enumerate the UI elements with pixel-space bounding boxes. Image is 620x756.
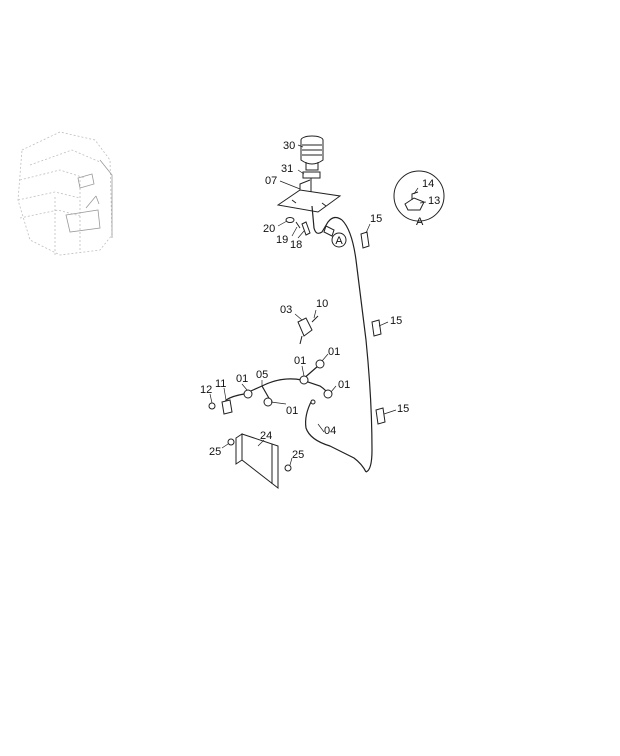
label-01-d: 01 <box>338 379 350 391</box>
label-25-b: 25 <box>292 449 304 461</box>
label-05: 05 <box>256 369 268 381</box>
label-04: 04 <box>324 425 336 437</box>
label-15-a: 15 <box>370 213 382 225</box>
lamp-01-a <box>243 389 253 399</box>
label-19: 19 <box>276 234 288 246</box>
main-harness <box>305 219 373 473</box>
bolt-25-b <box>284 464 292 472</box>
label-15-c: 15 <box>397 403 409 415</box>
label-13: 13 <box>428 195 440 207</box>
lamp-01-e <box>263 397 273 407</box>
label-31: 31 <box>281 163 293 175</box>
bolt-25-a <box>227 438 235 446</box>
lamp-01-d <box>323 389 333 399</box>
label-15-b: 15 <box>390 315 402 327</box>
label-30: 30 <box>283 140 295 152</box>
label-12: 12 <box>200 384 212 396</box>
label-01-a: 01 <box>236 373 248 385</box>
leader-lines <box>209 144 427 466</box>
nut-18 <box>301 221 311 236</box>
lamp-01-b <box>299 375 309 385</box>
label-20: 20 <box>263 223 275 235</box>
bolt-12 <box>208 402 216 410</box>
label-11: 11 <box>215 378 226 390</box>
label-24: 24 <box>260 430 272 442</box>
label-14: 14 <box>422 178 434 190</box>
beacon-lamp-30 <box>300 135 324 171</box>
screw-10 <box>311 315 319 323</box>
clamp-11 <box>221 399 233 415</box>
clip-15-a <box>360 231 370 249</box>
clip-15-c <box>375 407 386 425</box>
label-01-e: 01 <box>286 405 298 417</box>
relay-03 <box>297 317 313 345</box>
callout-a-label: A <box>335 235 343 247</box>
lamp-01-c <box>315 359 325 369</box>
label-18: 18 <box>290 239 302 251</box>
detail-a-label: A <box>416 216 424 228</box>
label-07: 07 <box>265 175 277 187</box>
callout-a: A <box>331 232 347 248</box>
mounting-plate-07 <box>276 179 342 213</box>
beacon-harness <box>311 205 343 237</box>
label-01-c: 01 <box>328 346 340 358</box>
label-10: 10 <box>316 298 328 310</box>
label-25-a: 25 <box>209 446 221 458</box>
bolt-20 <box>285 217 295 223</box>
bracket-24 <box>235 433 279 490</box>
location-view <box>17 131 113 256</box>
washer-19 <box>295 221 301 229</box>
label-03: 03 <box>280 304 292 316</box>
detail-a <box>393 170 445 222</box>
part-labels: 30 31 07 20 19 18 15 15 15 14 13 A 03 10… <box>200 140 440 461</box>
label-01-b: 01 <box>294 355 306 367</box>
clip-15-b <box>371 319 382 337</box>
